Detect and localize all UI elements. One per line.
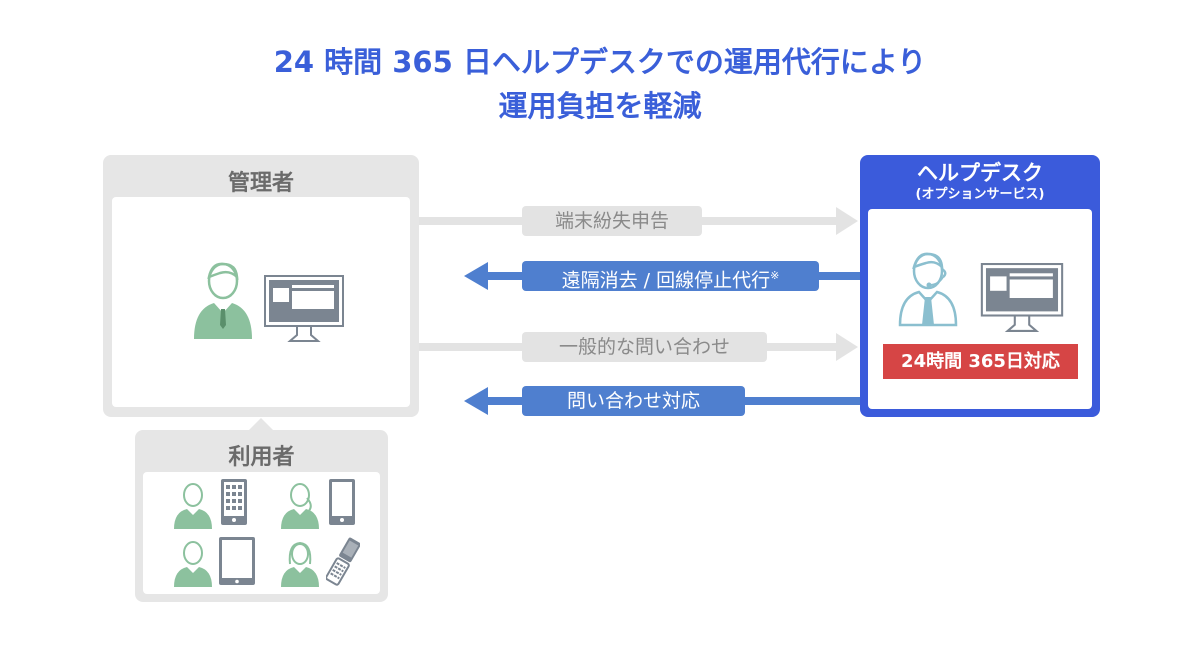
- male-person-icon: [174, 483, 212, 529]
- arrow-left-icon: [464, 262, 488, 290]
- smartphone-grid-icon: [221, 479, 247, 525]
- users-label: 利用者: [228, 445, 295, 470]
- flow-label: 遠隔消去 / 回線停止代行※: [522, 261, 819, 291]
- admin-panel-body: [112, 197, 410, 407]
- flow-label: 端末紛失申告: [522, 206, 702, 236]
- helpdesk-panel: ヘルプデスク (オプションサービス) 24時間 365日対応: [860, 155, 1100, 417]
- headline-line-1: 24 時間 365 日ヘルプデスクでの運用代行により: [273, 45, 927, 79]
- availability-badge: 24時間 365日対応: [883, 344, 1078, 379]
- admin-panel: 管理者: [103, 155, 419, 417]
- flow-label: 問い合わせ対応: [522, 386, 745, 416]
- headline-line-2: 運用負担を軽減: [498, 89, 702, 123]
- connector-notch: [249, 418, 273, 430]
- tablet-icon: [219, 537, 255, 585]
- operator-headset-icon: [898, 252, 958, 327]
- admin-label: 管理者: [227, 171, 294, 196]
- footnote-mark: ※: [770, 269, 780, 282]
- female-person-icon: [281, 541, 319, 587]
- desktop-monitor-icon: [264, 275, 344, 342]
- users-panel-body: [143, 472, 380, 594]
- female-ponytail-person-icon: [281, 483, 319, 529]
- desktop-monitor-icon: [980, 263, 1064, 332]
- users-panel: 利用者: [135, 418, 388, 602]
- flow-label-text: 遠隔消去 / 回線停止代行: [561, 269, 771, 292]
- male-person-icon: [194, 262, 252, 339]
- arrow-right-icon: [836, 207, 858, 235]
- flip-phone-icon: [326, 537, 360, 586]
- helpdesk-panel-body: 24時間 365日対応: [868, 209, 1092, 409]
- flow-label: 一般的な問い合わせ: [522, 332, 767, 362]
- smartphone-icon: [329, 479, 355, 525]
- arrow-left-icon: [464, 387, 488, 415]
- male-person-icon: [174, 541, 212, 587]
- helpdesk-title: ヘルプデスク: [917, 161, 1043, 185]
- arrow-right-icon: [836, 333, 858, 361]
- helpdesk-subtitle: (オプションサービス): [915, 187, 1045, 202]
